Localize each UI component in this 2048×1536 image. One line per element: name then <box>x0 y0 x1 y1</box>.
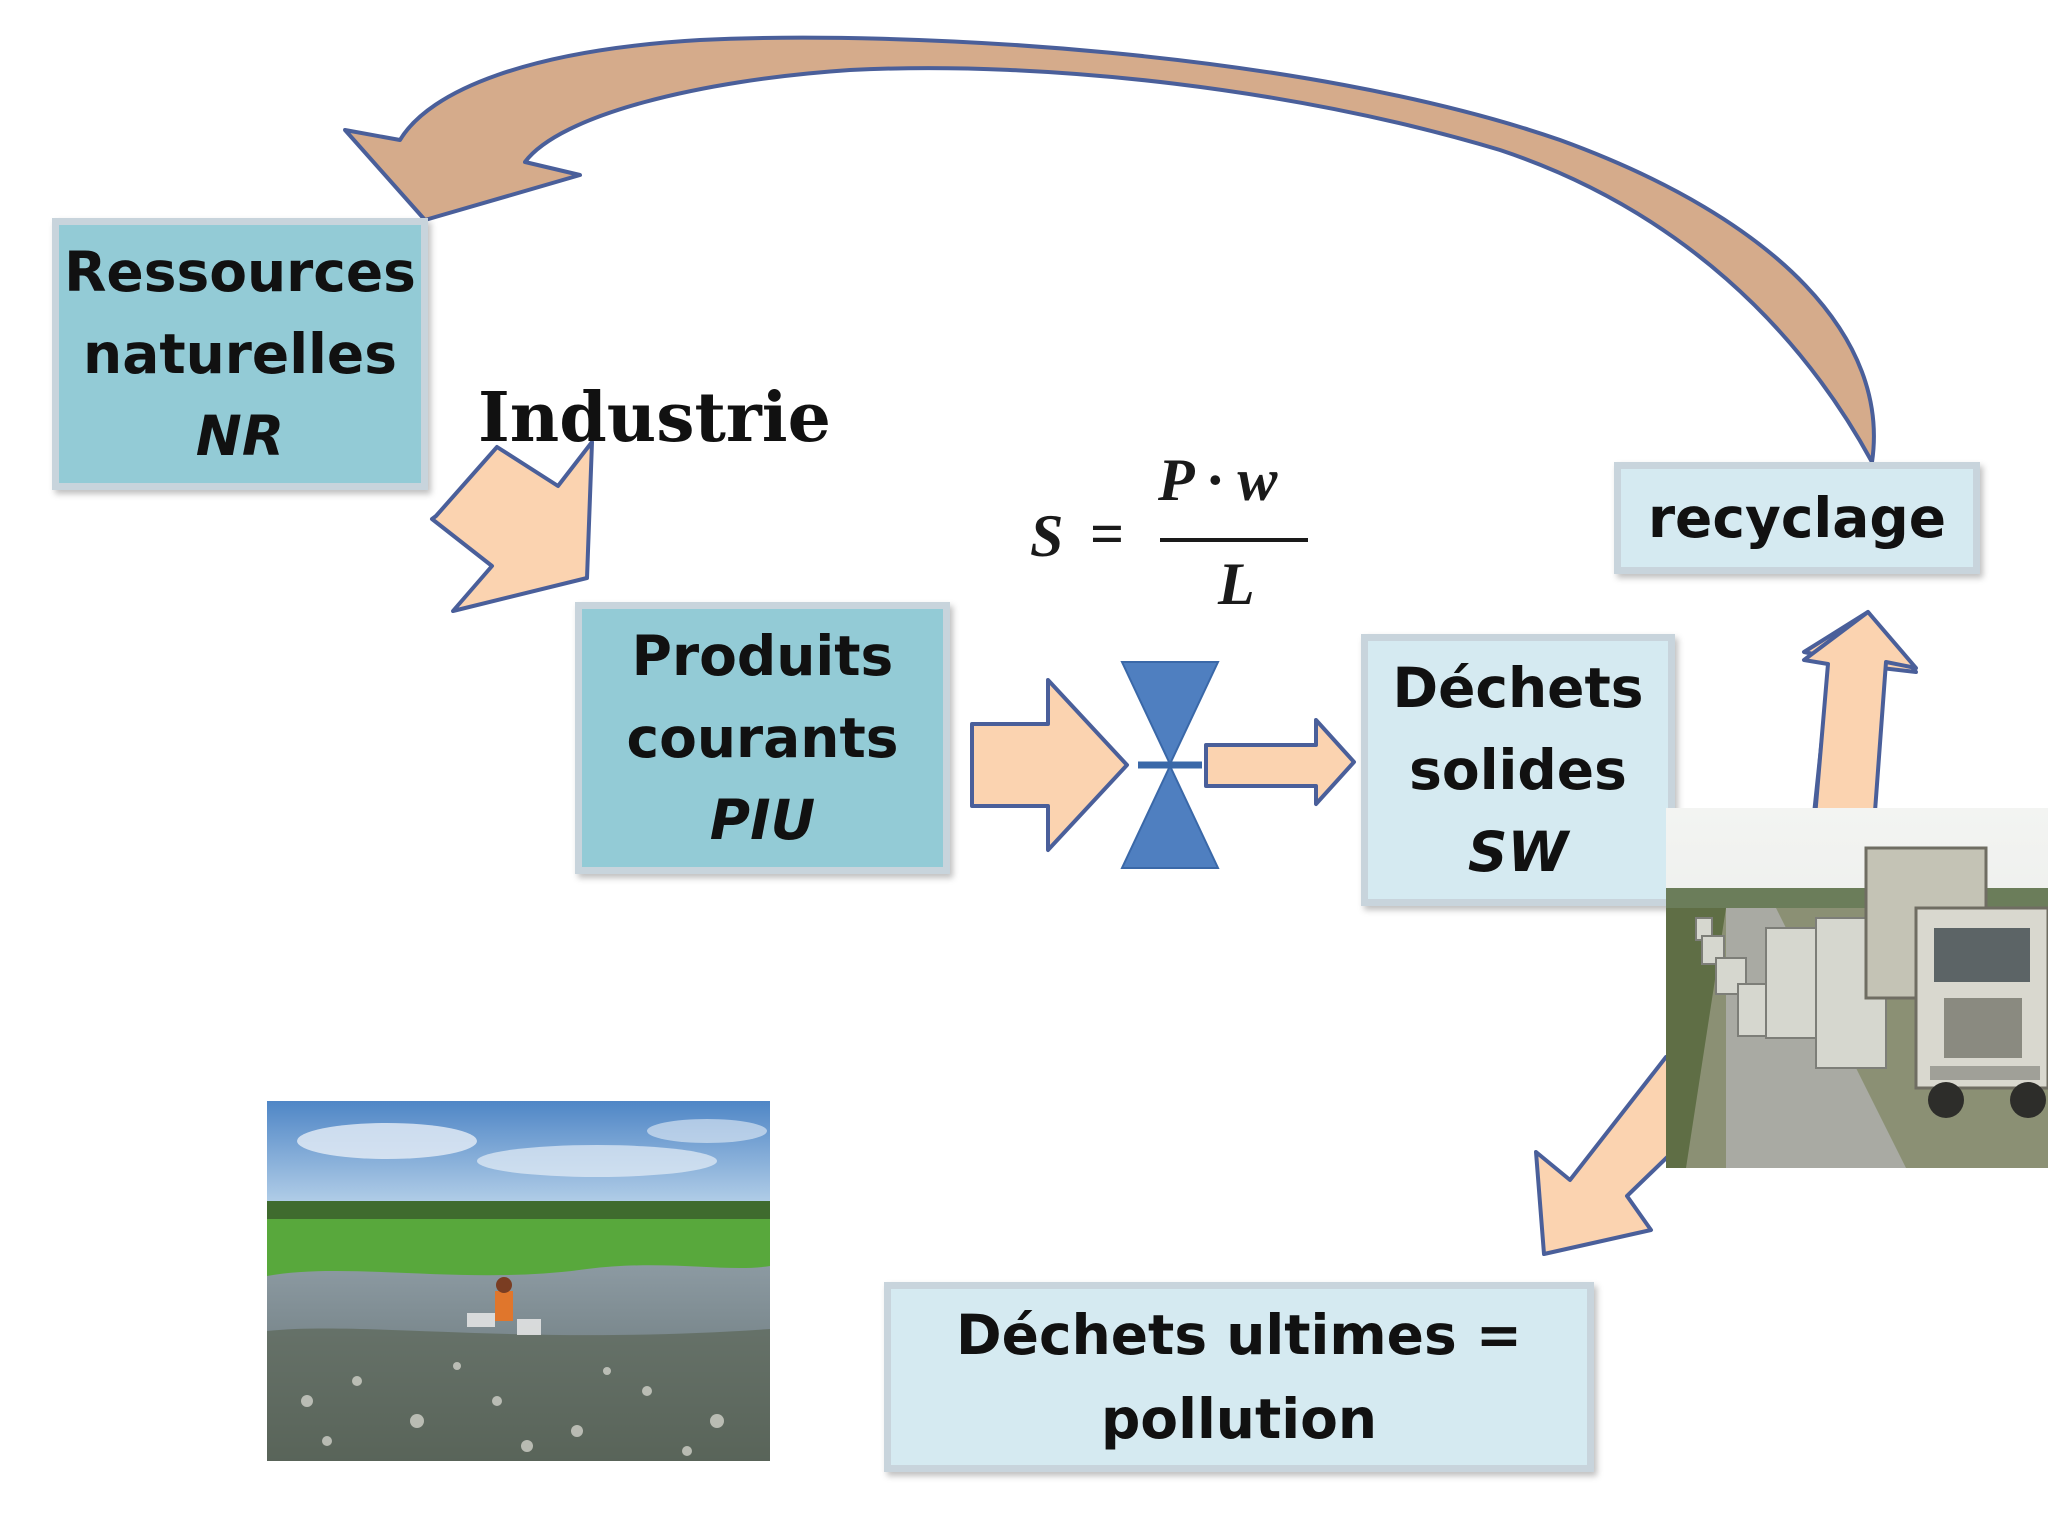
trucks-convoy-photo <box>1666 808 2048 1168</box>
formula-equals: = <box>1090 501 1125 567</box>
ultimate-waste-line2: pollution <box>1100 1387 1378 1451</box>
lead-truck <box>1864 846 2048 1118</box>
formula-numerator: P · w <box>1158 447 1278 513</box>
solid-waste-abbr: SW <box>1467 820 1569 884</box>
natural-resources-line2: naturelles <box>83 322 397 386</box>
current-products-line1: Produits <box>631 624 894 688</box>
solid-waste-line1: Déchets <box>1392 656 1644 720</box>
industrie-label: Industrie <box>478 378 831 458</box>
formula-fraction-bar <box>1160 538 1308 542</box>
polluted-water-photo <box>267 1101 770 1461</box>
natural-resources-line1: Ressources <box>64 240 416 304</box>
ultimate-waste-box: Déchets ultimes = pollution <box>884 1282 1594 1472</box>
ultimate-waste-line1: Déchets ultimes = <box>956 1303 1522 1367</box>
natural-resources-box: Ressources naturelles NR <box>52 218 428 490</box>
current-products-line2: courants <box>626 706 899 770</box>
arrow-piu-to-valve <box>970 678 1129 852</box>
recycling-box: recyclage <box>1614 462 1980 574</box>
recycling-return-arrow <box>343 35 1876 464</box>
valve-icon <box>1120 661 1220 869</box>
formula: S = P · w L <box>1030 447 1320 622</box>
formula-lhs: S <box>1030 503 1064 569</box>
solid-waste-box: Déchets solides SW <box>1361 634 1675 906</box>
recycling-label: recyclage <box>1647 486 1947 550</box>
formula-denominator: L <box>1218 551 1255 617</box>
solid-waste-line2: solides <box>1409 738 1627 802</box>
current-products-box: Produits courants PIU <box>575 602 950 874</box>
person-figure <box>467 1277 541 1335</box>
arrow-valve-to-sw <box>1204 718 1356 806</box>
current-products-abbr: PIU <box>709 788 816 852</box>
natural-resources-abbr: NR <box>195 404 285 468</box>
arrow-nr-to-piu <box>430 440 594 613</box>
